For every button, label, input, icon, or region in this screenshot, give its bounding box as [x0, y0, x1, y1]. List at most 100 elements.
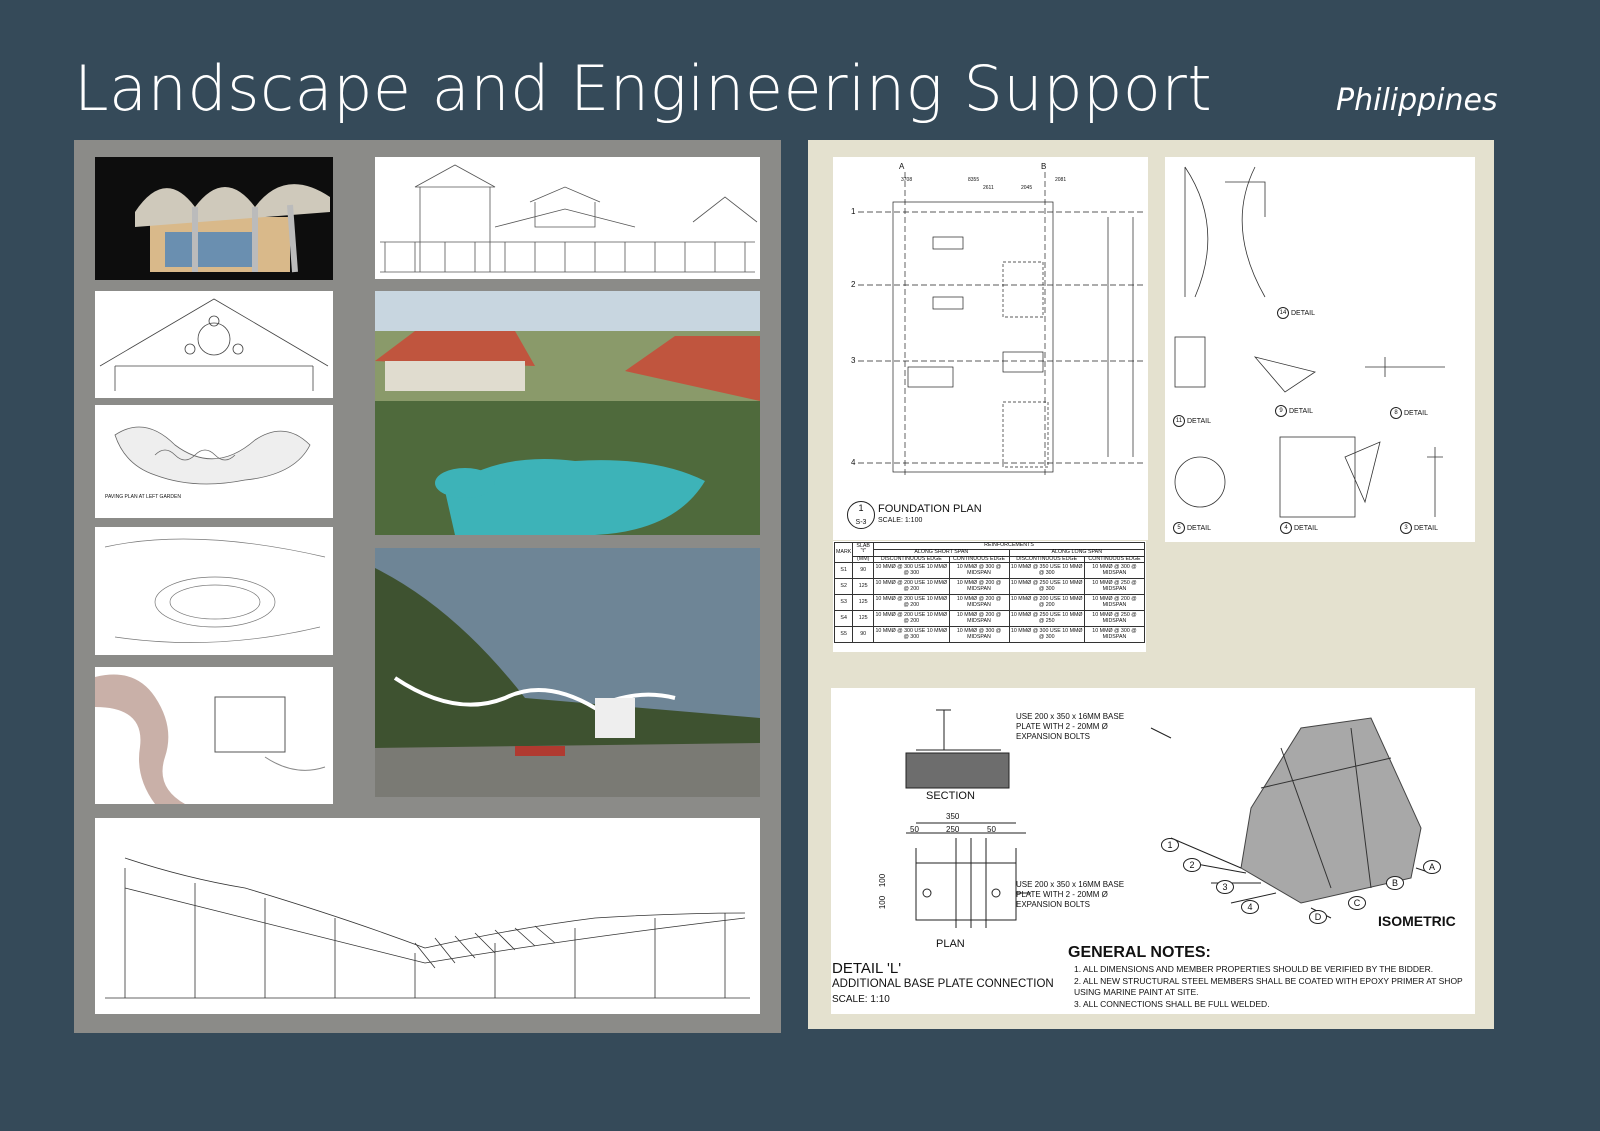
table-cell: 10 MMØ @ 300 @ MIDSPAN	[1083, 626, 1146, 644]
table-cell: 10 MMØ @ 200 @ MIDSPAN	[948, 594, 1010, 612]
table-cell: 10 MMØ @ 300 @ MIDSPAN	[1083, 562, 1146, 580]
th-cont: CONTINUOUS EDGE	[1083, 555, 1146, 564]
isometric-tag: 4	[1241, 900, 1259, 914]
table-cell: 10 MMØ @ 300 USE 10 MMØ @ 300	[873, 562, 950, 580]
table-cell: 10 MMØ @ 300 @ MIDSPAN	[948, 562, 1010, 580]
roof-truss-drawing	[95, 291, 333, 398]
grid-col-label: A	[899, 162, 905, 171]
table-cell: 10 MMØ @ 250 USE 10 MMØ @ 300	[1008, 578, 1085, 596]
plan-label: PLAN	[936, 938, 965, 950]
table-cell: 125	[852, 610, 875, 628]
section-label: SECTION	[926, 790, 975, 802]
table-cell: 10 MMØ @ 200 @ MIDSPAN	[1083, 594, 1146, 612]
th-mm: (MM)	[852, 555, 875, 564]
dimension: 100	[878, 873, 888, 888]
detail-title: DETAIL 'L'	[832, 960, 902, 977]
table-cell: 10 MMØ @ 200 USE 10 MMØ @ 200	[1008, 594, 1085, 612]
general-note: 2. ALL NEW STRUCTURAL STEEL MEMBERS SHAL…	[1074, 975, 1463, 998]
paving-plan-drawing: PAVING PLAN AT LEFT GARDEN	[95, 405, 333, 518]
table-cell: 10 MMØ @ 300 @ MIDSPAN	[948, 626, 1010, 644]
landscape-plan-drawing	[95, 667, 333, 804]
dimension: 250	[946, 825, 960, 834]
dimension: 50	[910, 825, 919, 834]
th-slab: SLAB "t"	[852, 542, 875, 557]
table-cell: 10 MMØ @ 200 @ MIDSPAN	[948, 578, 1010, 596]
dimension: 350	[946, 812, 960, 821]
base-plate-detail-drawing: SECTION USE 200 x 350 x 16MM BASE PLATE …	[831, 688, 1475, 1014]
table-cell: 10 MMØ @ 200 USE 10 MMØ @ 200	[873, 594, 950, 612]
isometric-label: ISOMETRIC	[1378, 913, 1456, 929]
table-cell: 10 MMØ @ 250 @ MIDSPAN	[1083, 610, 1146, 628]
table-cell: 125	[852, 594, 875, 612]
detail-subtitle: ADDITIONAL BASE PLATE CONNECTION	[832, 978, 1054, 990]
table-cell: 10 MMØ @ 250 USE 10 MMØ @ 250	[1008, 610, 1085, 628]
detail-number: 11	[1173, 415, 1185, 427]
table-cell: S2	[833, 578, 854, 596]
table-cell: 10 MMØ @ 350 USE 10 MMØ @ 300	[1008, 562, 1085, 580]
table-cell: S3	[833, 594, 854, 612]
general-note: 3. ALL CONNECTIONS SHALL BE FULL WELDED.	[1074, 998, 1270, 1009]
isometric-tag: B	[1386, 876, 1404, 890]
detail-label: DETAIL	[1414, 524, 1438, 532]
foundation-plan-scale: SCALE: 1:100	[878, 517, 923, 524]
grid-row-label: 2	[851, 280, 856, 289]
detail-number: 3	[1400, 522, 1412, 534]
detail-number: 9	[1275, 405, 1287, 417]
table-cell: S5	[833, 626, 854, 644]
detail-label: DETAIL	[1187, 524, 1211, 532]
th-disc: DISCONTINUOUS EDGE	[1008, 555, 1085, 564]
th-cont: CONTINUOUS EDGE	[948, 555, 1010, 564]
location-label: Philippines	[1336, 83, 1498, 118]
base-plate-note: USE 200 x 350 x 16MM BASE PLATE WITH 2 -…	[1016, 712, 1125, 741]
th-mark: MARK	[833, 541, 854, 564]
table-cell: 90	[852, 562, 875, 580]
isometric-tag: 1	[1161, 838, 1179, 852]
detail-number: 5	[1173, 522, 1185, 534]
table-cell: S1	[833, 562, 854, 580]
th-disc: DISCONTINUOUS EDGE	[873, 555, 950, 564]
building-elevation-drawing	[375, 157, 760, 279]
isometric-tag: 2	[1183, 858, 1201, 872]
dimension: 2611	[983, 185, 994, 191]
table-cell: 10 MMØ @ 200 USE 10 MMØ @ 200	[873, 610, 950, 628]
isometric-tag: D	[1309, 910, 1327, 924]
dimension: 2081	[1055, 177, 1067, 183]
detail-label: DETAIL	[1294, 524, 1318, 532]
site-plan-drawing	[95, 527, 333, 655]
detail-scale: SCALE: 1:10	[832, 994, 890, 1005]
isometric-tag: C	[1348, 896, 1366, 910]
isometric-tag: 3	[1216, 880, 1234, 894]
dimension: 2045	[1021, 185, 1033, 191]
grid-row-label: 3	[851, 356, 856, 365]
plan-number: 1	[858, 503, 864, 513]
table-cell: 10 MMØ @ 200 USE 10 MMØ @ 200	[873, 578, 950, 596]
isometric-tag: A	[1423, 860, 1441, 874]
gate-canopy-photo	[375, 548, 760, 797]
table-cell: 10 MMØ @ 300 USE 10 MMØ @ 300	[873, 626, 950, 644]
table-cell: 125	[852, 578, 875, 596]
detail-number: 4	[1280, 522, 1292, 534]
detail-number: 8	[1390, 407, 1402, 419]
detail-label: DETAIL	[1187, 417, 1211, 425]
general-note: 1. ALL DIMENSIONS AND MEMBER PROPERTIES …	[1074, 964, 1434, 974]
table-cell: 10 MMØ @ 300 USE 10 MMØ @ 300	[1008, 626, 1085, 644]
grid-col-label: B	[1041, 162, 1047, 171]
resort-pool-photo	[375, 291, 760, 535]
dimension: 3708	[901, 177, 913, 183]
general-notes-title: GENERAL NOTES:	[1068, 944, 1211, 961]
grid-row-label: 4	[851, 458, 856, 467]
detail-number: 14	[1277, 307, 1289, 319]
table-cell: S4	[833, 610, 854, 628]
